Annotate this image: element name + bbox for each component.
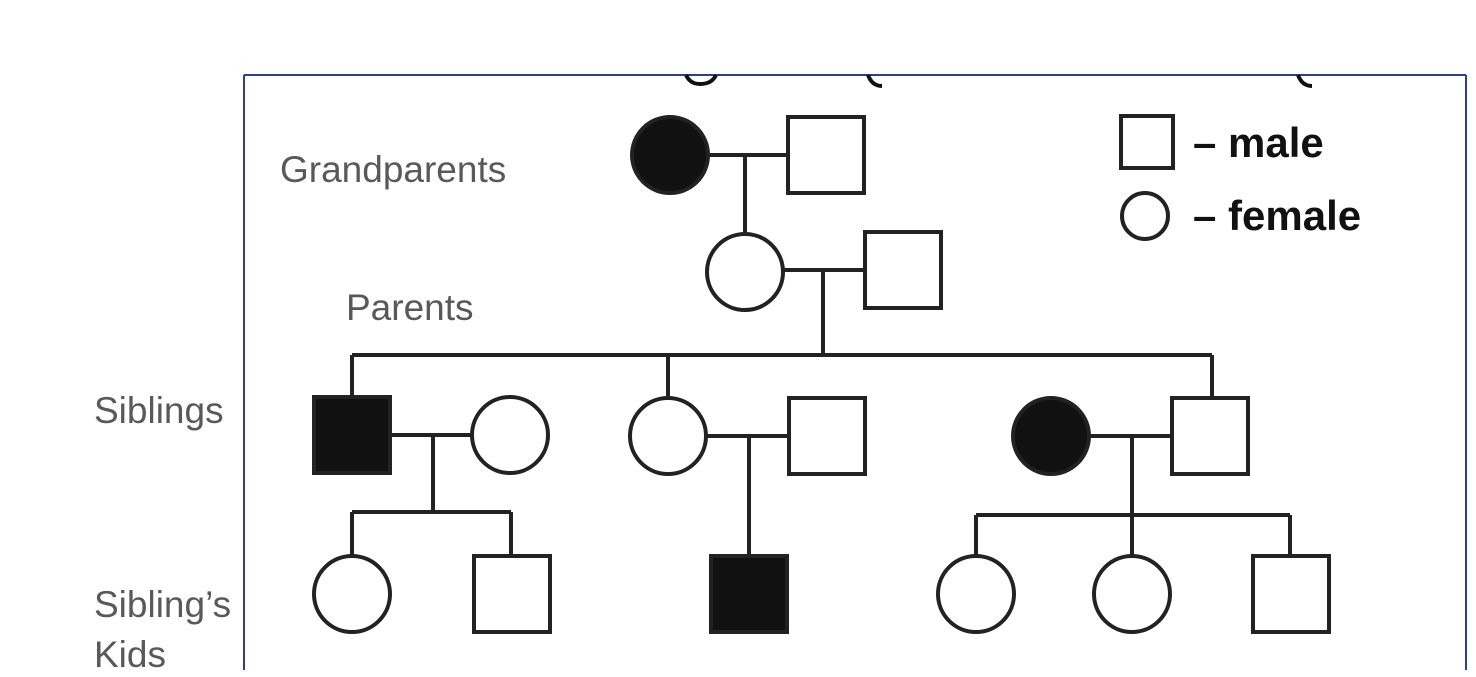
kid-3a-circle (936, 554, 1016, 634)
legend-female-circle-icon (1120, 191, 1170, 241)
sibling-3-circle-affected (1011, 396, 1091, 476)
kid-1b-square (472, 554, 552, 634)
grandmother-circle-affected (630, 115, 710, 195)
label-siblings-kids-line1: Sibling’s (94, 584, 231, 625)
label-siblings-kids-line2: Kids (94, 634, 166, 675)
grandfather-square (786, 115, 866, 195)
sibling-1-square-affected (312, 395, 392, 475)
legend-female-label: – female (1193, 192, 1361, 239)
father-square (863, 230, 943, 310)
kid-3c-square (1251, 554, 1331, 634)
sibling-2-spouse-square (787, 396, 867, 476)
label-siblings: Siblings (94, 390, 224, 431)
kid-1a-circle (312, 554, 392, 634)
cropped-title-fragment (866, 74, 883, 88)
sibling-2-circle (628, 396, 708, 476)
legend-male-square-icon (1119, 114, 1175, 170)
kid-3b-circle (1092, 554, 1172, 634)
sibling-3-spouse-square (1170, 396, 1250, 476)
label-parents: Parents (346, 287, 474, 328)
mother-circle (705, 232, 785, 312)
sibling-1-spouse-circle (470, 395, 550, 475)
legend-male-label: – male (1193, 119, 1324, 166)
cropped-title-fragment (1296, 74, 1313, 88)
kid-2a-square-affected (709, 554, 789, 634)
cropped-title-fragment (684, 74, 718, 87)
label-grandparents: Grandparents (280, 149, 506, 190)
pedigree-individuals (312, 115, 1331, 634)
pedigree-connectors (350, 153, 1292, 556)
